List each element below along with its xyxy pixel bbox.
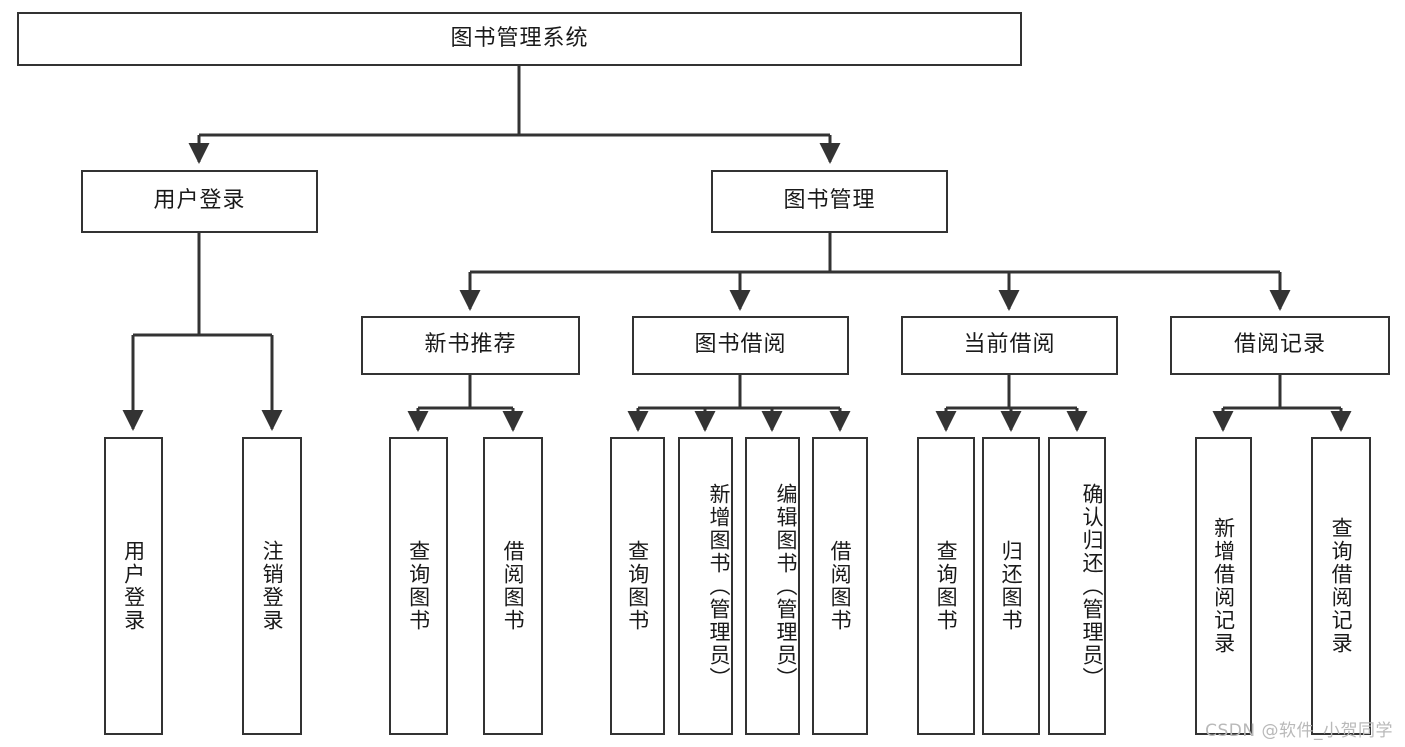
- node-borrow-record-label: 借阅记录: [1233, 332, 1326, 358]
- node-book-borrow-label: 图书借阅: [694, 332, 787, 358]
- node-new-book-recommend[interactable]: 新书推荐: [361, 316, 580, 375]
- leaf-add-borrow-record-label: 新增借阅记录: [1211, 517, 1236, 655]
- leaf-user-login[interactable]: 用户登录: [104, 437, 163, 735]
- leaf-return-book[interactable]: 归还图书: [982, 437, 1040, 735]
- leaf-query-book-2[interactable]: 查询图书: [610, 437, 665, 735]
- node-root[interactable]: 图书管理系统: [17, 12, 1022, 66]
- node-user-login-label: 用户登录: [153, 188, 246, 214]
- leaf-logout-login-label: 注销登录: [260, 540, 285, 632]
- csdn-watermark: CSDN @软件_小贺同学: [1205, 721, 1393, 741]
- node-root-label: 图书管理系统: [450, 25, 589, 51]
- leaf-query-borrow-record-label: 查询借阅记录: [1329, 517, 1354, 655]
- leaf-add-book[interactable]: 新增图书（管理员）: [678, 437, 733, 735]
- leaf-add-borrow-record[interactable]: 新增借阅记录: [1195, 437, 1252, 735]
- node-current-borrow[interactable]: 当前借阅: [901, 316, 1118, 375]
- leaf-borrow-book-2[interactable]: 借阅图书: [812, 437, 868, 735]
- node-current-borrow-label: 当前借阅: [963, 332, 1056, 358]
- node-book-management-label: 图书管理: [783, 188, 876, 214]
- leaf-borrow-book-1-label: 借阅图书: [501, 540, 526, 632]
- leaf-query-book-1[interactable]: 查询图书: [389, 437, 448, 735]
- node-book-borrow[interactable]: 图书借阅: [632, 316, 849, 375]
- leaf-borrow-book-1[interactable]: 借阅图书: [483, 437, 543, 735]
- leaf-query-book-3[interactable]: 查询图书: [917, 437, 975, 735]
- node-borrow-record[interactable]: 借阅记录: [1170, 316, 1390, 375]
- node-book-management[interactable]: 图书管理: [711, 170, 948, 233]
- leaf-return-book-label: 归还图书: [999, 540, 1024, 632]
- leaf-query-book-1-label: 查询图书: [406, 540, 431, 632]
- leaf-edit-book-label: 编辑图书（管理员）: [774, 482, 798, 690]
- leaf-user-login-label: 用户登录: [121, 540, 146, 632]
- leaf-query-book-3-label: 查询图书: [934, 540, 959, 632]
- node-user-login[interactable]: 用户登录: [81, 170, 318, 233]
- node-new-book-recommend-label: 新书推荐: [424, 332, 517, 358]
- leaf-confirm-return-label: 确认归还（管理员）: [1080, 482, 1104, 690]
- leaf-confirm-return[interactable]: 确认归还（管理员）: [1048, 437, 1106, 735]
- leaf-query-book-2-label: 查询图书: [625, 540, 650, 632]
- leaf-logout-login[interactable]: 注销登录: [242, 437, 302, 735]
- leaf-borrow-book-2-label: 借阅图书: [828, 540, 853, 632]
- leaf-edit-book[interactable]: 编辑图书（管理员）: [745, 437, 800, 735]
- leaf-add-book-label: 新增图书（管理员）: [707, 482, 731, 690]
- leaf-query-borrow-record[interactable]: 查询借阅记录: [1311, 437, 1371, 735]
